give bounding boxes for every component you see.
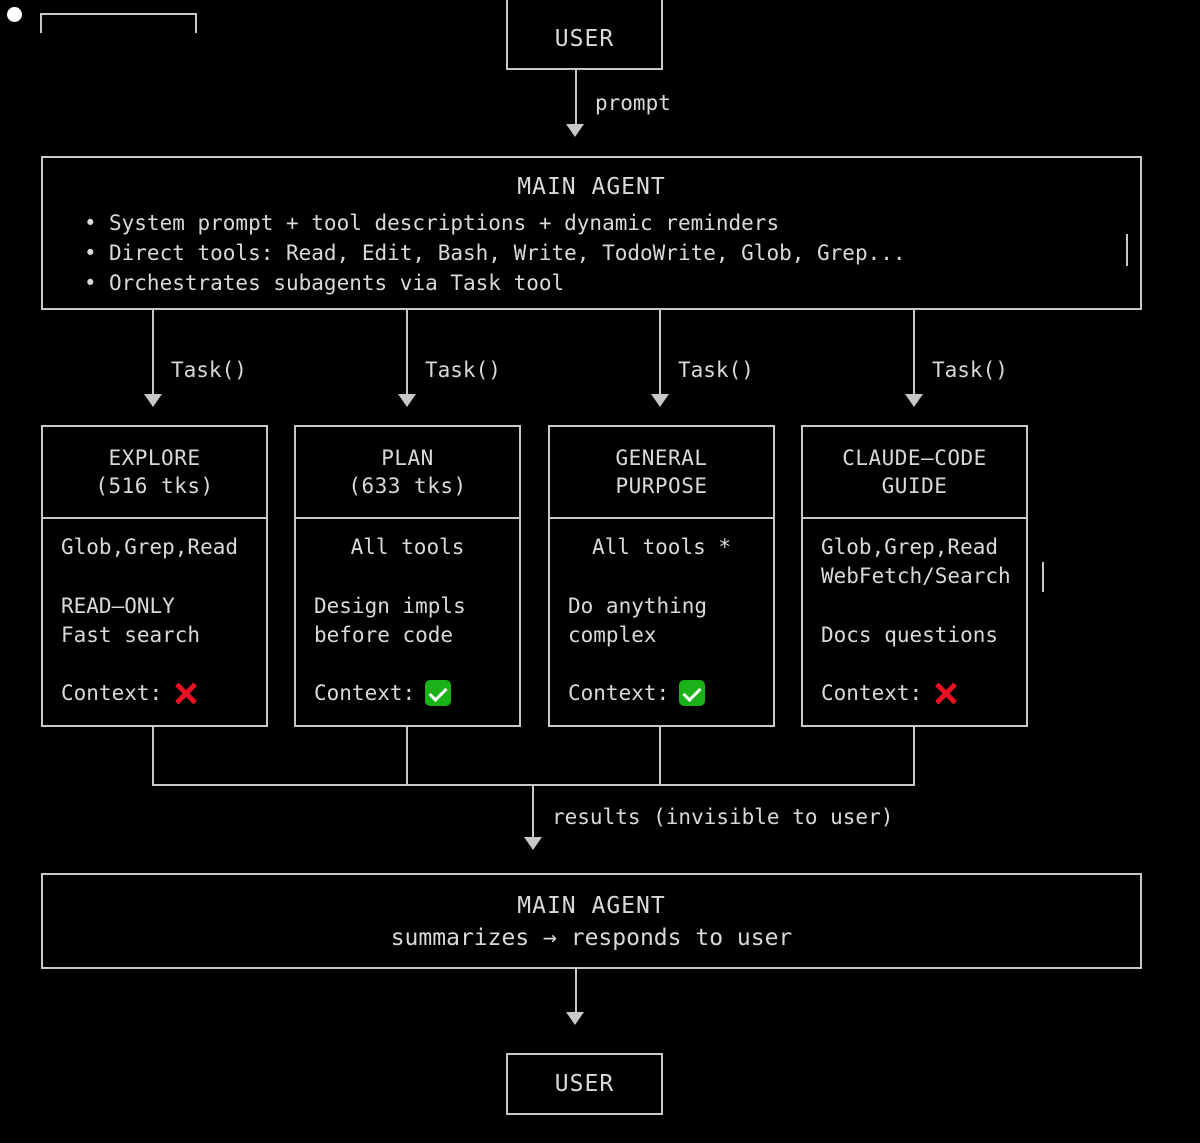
cross-icon-explore [172,680,198,706]
subagent-context-row-plan: Context: [314,680,519,706]
subagent-title2-general-purpose: PURPOSE [615,474,708,498]
subagent-context-label-general-purpose: Context: [568,681,670,705]
main-agent-summary-box: MAIN AGENT summarizes → responds to user [41,873,1142,969]
subagent-card-claude-code-guide: CLAUDE—CODE GUIDE Glob,Grep,Read WebFetc… [801,425,1028,727]
subagent-card-explore: EXPLORE (516 tks) Glob,Grep,Read READ—ON… [41,425,268,727]
main-agent-summary-title: MAIN AGENT [517,893,666,919]
subagent-body-explore: Glob,Grep,Read READ—ONLY Fast search Con… [43,519,266,706]
subagent-body-claude-code-guide: Glob,Grep,Read WebFetch/Search Docs ques… [803,519,1026,706]
prompt-edge-label: prompt [595,91,671,115]
subagent-context-label-plan: Context: [314,681,416,705]
subagent-body-general-purpose: All tools * Do anything complex Context: [550,519,773,706]
text-cursor-tick-claude-code-guide [1042,562,1044,592]
check-icon-general-purpose [679,680,706,706]
subagent-desc-explore-2: Fast search [61,623,201,647]
result-edge-drop-line [532,784,534,839]
subagent-context-label-claude-code-guide: Context: [821,681,923,705]
check-icon-plan [425,680,452,706]
subagent-desc-general-purpose-1: Do anything [568,594,708,618]
recording-indicator-dot [7,7,22,22]
subagent-header-general-purpose: GENERAL PURPOSE [550,427,773,519]
user-label-bottom: USER [554,1071,615,1097]
main-agent-box: MAIN AGENT System prompt + tool descript… [41,156,1142,310]
task-edge-label-3: Task() [932,358,1008,382]
task-edge-line-1 [406,310,408,396]
subagent-tools-explore: Glob,Grep,Read [61,535,239,559]
clipped-window-frame-top [40,13,197,15]
main-agent-title: MAIN AGENT [517,174,666,200]
subagent-title-plan: PLAN [381,446,434,470]
main-agent-bullet-1: Direct tools: Read, Edit, Bash, Write, T… [79,238,906,268]
task-edge-line-2 [659,310,661,396]
subagent-context-row-explore: Context: [61,680,266,706]
subagent-header-claude-code-guide: CLAUDE—CODE GUIDE [803,427,1026,519]
task-edge-label-0: Task() [171,358,247,382]
subagent-context-row-claude-code-guide: Context: [821,680,1026,706]
subagent-desc-plan-1: Design impls [314,594,466,618]
prompt-edge-line [575,70,577,126]
subagent-context-row-general-purpose: Context: [568,680,773,706]
subagent-desc-general-purpose-2: complex [568,623,657,647]
clipped-window-frame-right [195,13,197,33]
subagent-desc-explore-1: READ—ONLY [61,594,175,618]
result-edge-arrow [524,837,542,850]
subagent-tokens-plan: (633 tks) [348,474,467,498]
user-box-bottom: USER [506,1053,663,1115]
subagent-card-plan: PLAN (633 tks) All tools Design impls be… [294,425,521,727]
main-agent-bullet-list: System prompt + tool descriptions + dyna… [79,208,906,298]
response-edge-arrow [566,1012,584,1025]
subagent-title-claude-code-guide: CLAUDE—CODE [842,446,987,470]
clipped-window-frame-left [40,13,42,33]
user-box-top: USER [506,0,663,70]
task-edge-arrow-1 [398,394,416,407]
result-edge-line-3 [913,727,915,785]
task-edge-arrow-0 [144,394,162,407]
subagent-title-general-purpose: GENERAL [615,446,708,470]
task-edge-arrow-2 [651,394,669,407]
task-edge-label-1: Task() [425,358,501,382]
task-edge-line-3 [913,310,915,396]
main-agent-summary-subtitle: summarizes → responds to user [390,925,793,951]
text-cursor-tick-main-agent [1126,234,1128,266]
response-edge-line [575,969,577,1013]
task-edge-arrow-3 [905,394,923,407]
subagent-desc-plan-2: before code [314,623,454,647]
task-edge-line-0 [152,310,154,396]
subagent-tools-claude-code-guide: Glob,Grep,Read WebFetch/Search [821,535,1011,588]
subagent-header-explore: EXPLORE (516 tks) [43,427,266,519]
subagent-header-plan: PLAN (633 tks) [296,427,519,519]
subagent-body-plan: All tools Design impls before code Conte… [296,519,519,706]
subagent-desc-claude-code-guide-1: Docs questions [821,623,999,647]
cross-icon-claude-code-guide [932,680,958,706]
subagent-tools-plan: All tools [350,535,465,559]
user-label-top: USER [554,26,615,52]
main-agent-bullet-2: Orchestrates subagents via Task tool [79,268,906,298]
main-agent-bullet-0: System prompt + tool descriptions + dyna… [79,208,906,238]
subagent-title2-claude-code-guide: GUIDE [881,474,948,498]
result-edge-label: results (invisible to user) [552,805,894,829]
task-edge-label-2: Task() [678,358,754,382]
subagent-card-general-purpose: GENERAL PURPOSE All tools * Do anything … [548,425,775,727]
subagent-tokens-explore: (516 tks) [95,474,214,498]
prompt-edge-arrow [566,124,584,137]
subagent-context-label-explore: Context: [61,681,163,705]
subagent-tools-general-purpose: All tools * [591,535,732,559]
result-edge-line-0 [152,727,154,785]
subagent-title-explore: EXPLORE [108,446,201,470]
result-edge-line-1 [406,727,408,785]
result-edge-line-2 [659,727,661,785]
